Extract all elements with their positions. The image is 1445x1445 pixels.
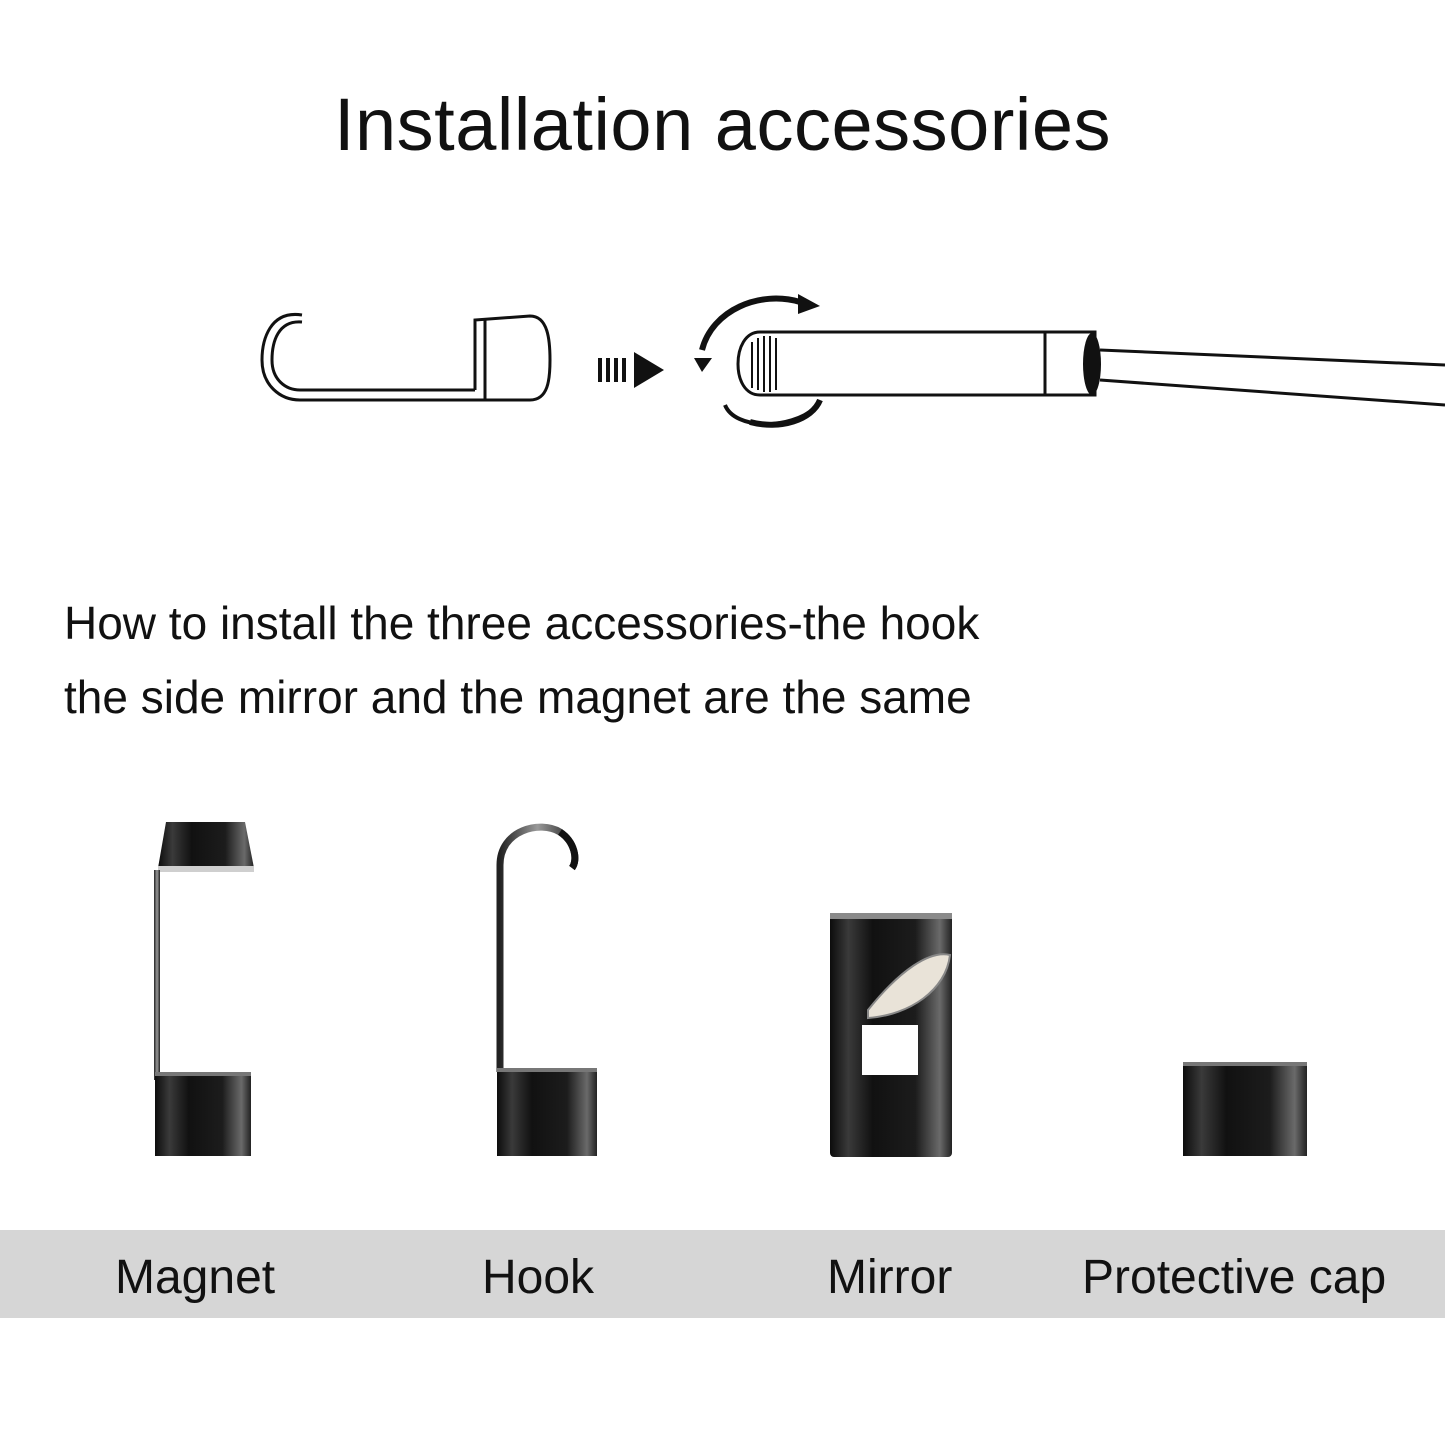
protective-cap-accessory — [1183, 1062, 1307, 1156]
label-magnet: Magnet — [115, 1251, 276, 1304]
probe-camera-icon — [736, 330, 1445, 407]
page-title: Installation accessories — [333, 83, 1112, 166]
rotate-arrows-icon — [699, 295, 823, 428]
magnet-accessory — [154, 822, 254, 1156]
label-mirror: Mirror — [827, 1251, 953, 1304]
instructions-line-2: the side mirror and the magnet are the s… — [64, 671, 972, 723]
instructions-text: How to install the three accessories-the… — [64, 586, 979, 734]
label-bar — [0, 1230, 1445, 1318]
hook-accessory — [496, 823, 597, 1156]
instructions-line-1: How to install the three accessories-the… — [64, 597, 980, 649]
installation-diagram — [260, 294, 1445, 428]
hook-outline-icon — [260, 313, 552, 402]
mirror-accessory — [830, 913, 952, 1157]
label-hook: Hook — [482, 1251, 595, 1304]
arrow-right-icon — [598, 352, 664, 388]
accessories-illustration — [154, 822, 1307, 1157]
label-protective-cap: Protective cap — [1082, 1251, 1387, 1304]
